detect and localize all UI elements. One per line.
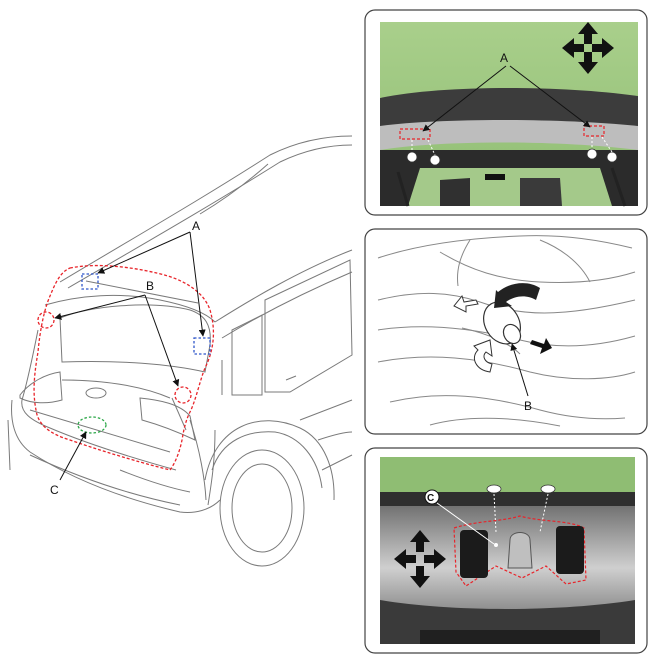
vehicle-rear-view: [7, 135, 353, 567]
main-callout-leaders: [54, 231, 206, 481]
callout-b-panel2: B: [524, 399, 532, 413]
callout-a-panel1: A: [500, 51, 508, 65]
detail-panel-screws: A: [364, 9, 648, 216]
four-way-move-arrows-icon: [394, 530, 446, 588]
screw-a-markers: [81, 273, 211, 355]
four-way-move-arrows-icon: [562, 22, 614, 74]
callout-b-main: B: [146, 279, 154, 293]
detail-panel-connector: C: [364, 447, 648, 654]
callout-a-main: A: [192, 219, 200, 233]
clip-b-marker-left: [37, 311, 55, 329]
callout-c-main: C: [50, 483, 59, 497]
push-direction-arrow-icon: [453, 294, 479, 313]
callout-c-panel3: C: [427, 493, 434, 504]
rotate-arrow-outline-icon: [473, 339, 493, 373]
rotate-arrow-icon: [494, 283, 540, 308]
pull-direction-arrow-icon: [530, 338, 552, 354]
clip-b-marker-right: [174, 386, 192, 404]
detail-panel-clip: B: [364, 228, 648, 435]
connector-c-marker: [77, 416, 107, 434]
tailgate-trim-outline: [33, 264, 215, 471]
